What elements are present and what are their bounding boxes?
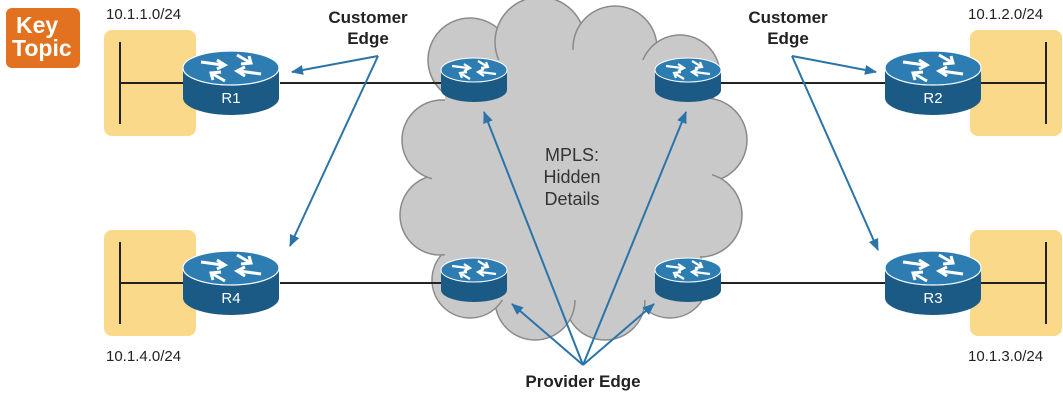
site-lan-r4	[104, 230, 196, 336]
customer-edge-label-left-line2: Edge	[347, 29, 389, 48]
key-topic-line2: Topic	[12, 35, 72, 61]
pe-router-bottom-right-icon	[653, 256, 723, 304]
provider-edge-arrows	[483, 111, 687, 366]
customer-edge-arrows-right	[791, 55, 879, 251]
pe-router-top-right-icon	[653, 56, 723, 104]
site-lan-r1	[104, 30, 196, 136]
customer-edge-arrows-left	[289, 55, 379, 247]
cloud-label-line3: Details	[544, 189, 600, 209]
site-lan-r2	[970, 30, 1062, 136]
customer-edge-label-right-line2: Edge	[767, 29, 809, 48]
subnet-label-r1: 10.1.1.0/24	[106, 6, 182, 23]
cloud-label-line1: MPLS:	[544, 145, 600, 165]
cloud-label-line2: Hidden	[543, 167, 601, 187]
router-r4-label: R4	[221, 290, 241, 307]
key-topic-line1: Key	[16, 12, 59, 38]
customer-edge-label-right-line1: Customer	[748, 8, 828, 27]
site-lan-r3	[970, 230, 1062, 336]
subnet-label-r4: 10.1.4.0/24	[106, 348, 182, 365]
customer-edge-label-left-line1: Customer	[328, 8, 408, 27]
provider-edge-label: Provider Edge	[525, 372, 641, 391]
subnet-label-r3: 10.1.3.0/24	[968, 348, 1044, 365]
pe-router-bottom-left-icon	[439, 256, 509, 304]
router-r2-label: R2	[923, 90, 943, 107]
key-topic-badge: Key Topic	[6, 8, 80, 68]
pe-router-top-left-icon	[439, 56, 509, 104]
subnet-label-r2: 10.1.2.0/24	[968, 6, 1044, 23]
router-r1-label: R1	[221, 90, 241, 107]
router-r3-label: R3	[923, 290, 943, 307]
